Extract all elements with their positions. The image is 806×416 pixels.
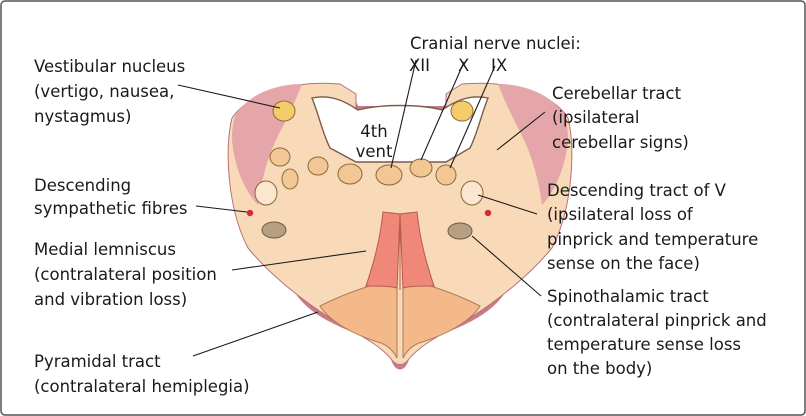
svg-text:IX: IX [491,56,507,75]
svg-text:(contralateral hemiplegia): (contralateral hemiplegia) [34,377,250,396]
svg-text:pinprick and temperature: pinprick and temperature [547,230,758,249]
cranial-nucleus-x [410,159,432,177]
svg-text:Spinothalamic tract: Spinothalamic tract [547,287,709,306]
vestibular-nucleus-left [273,101,295,121]
descending-tract-v-right [461,181,483,205]
cranial-nucleus-l1 [270,148,290,166]
svg-text:Descending tract of V: Descending tract of V [547,181,727,200]
svg-text:Descending: Descending [34,176,131,195]
svg-text:temperature sense loss: temperature sense loss [547,335,741,354]
cranial-nucleus-l3 [338,164,362,184]
svg-text:Cerebellar tract: Cerebellar tract [552,84,682,103]
sympathetic-dot-right [485,210,491,216]
ventricle-label-line1: 4th [360,122,387,141]
descending-tract-v-left [255,181,277,205]
svg-text:cerebellar signs): cerebellar signs) [552,133,689,152]
svg-text:and vibration loss): and vibration loss) [34,290,187,309]
spinothalamic-tract-right [448,223,472,239]
svg-text:nystagmus): nystagmus) [34,107,131,126]
svg-text:(vertigo, nausea,: (vertigo, nausea, [34,82,174,101]
cranial-nucleus-l2 [308,157,328,175]
ventricle-label-line2: vent [356,142,393,161]
svg-text:XII: XII [409,56,430,75]
svg-text:sense on the face): sense on the face) [547,254,700,273]
svg-text:Cranial nerve nuclei:: Cranial nerve nuclei: [410,34,581,53]
spinothalamic-tract-left [262,222,286,238]
svg-text:(contralateral position: (contralateral position [34,265,217,284]
cranial-nucleus-ix [436,165,456,185]
cranial-nucleus-r1 [282,169,298,189]
svg-text:Medial lemniscus: Medial lemniscus [34,240,176,259]
svg-text:(ipsilateral loss of: (ipsilateral loss of [547,205,694,224]
svg-text:Vestibular nucleus: Vestibular nucleus [34,57,185,76]
svg-text:(contralateral pinprick and: (contralateral pinprick and [547,311,767,330]
vestibular-nucleus-right [451,101,473,121]
svg-text:on the body): on the body) [547,359,652,378]
svg-text:(ipsilateral: (ipsilateral [552,108,639,127]
cranial-nucleus-xii [376,165,402,185]
svg-text:sympathetic fibres: sympathetic fibres [34,199,188,218]
svg-text:Pyramidal tract: Pyramidal tract [34,352,161,371]
svg-text:X: X [458,56,469,75]
sympathetic-dot-left [247,210,253,216]
